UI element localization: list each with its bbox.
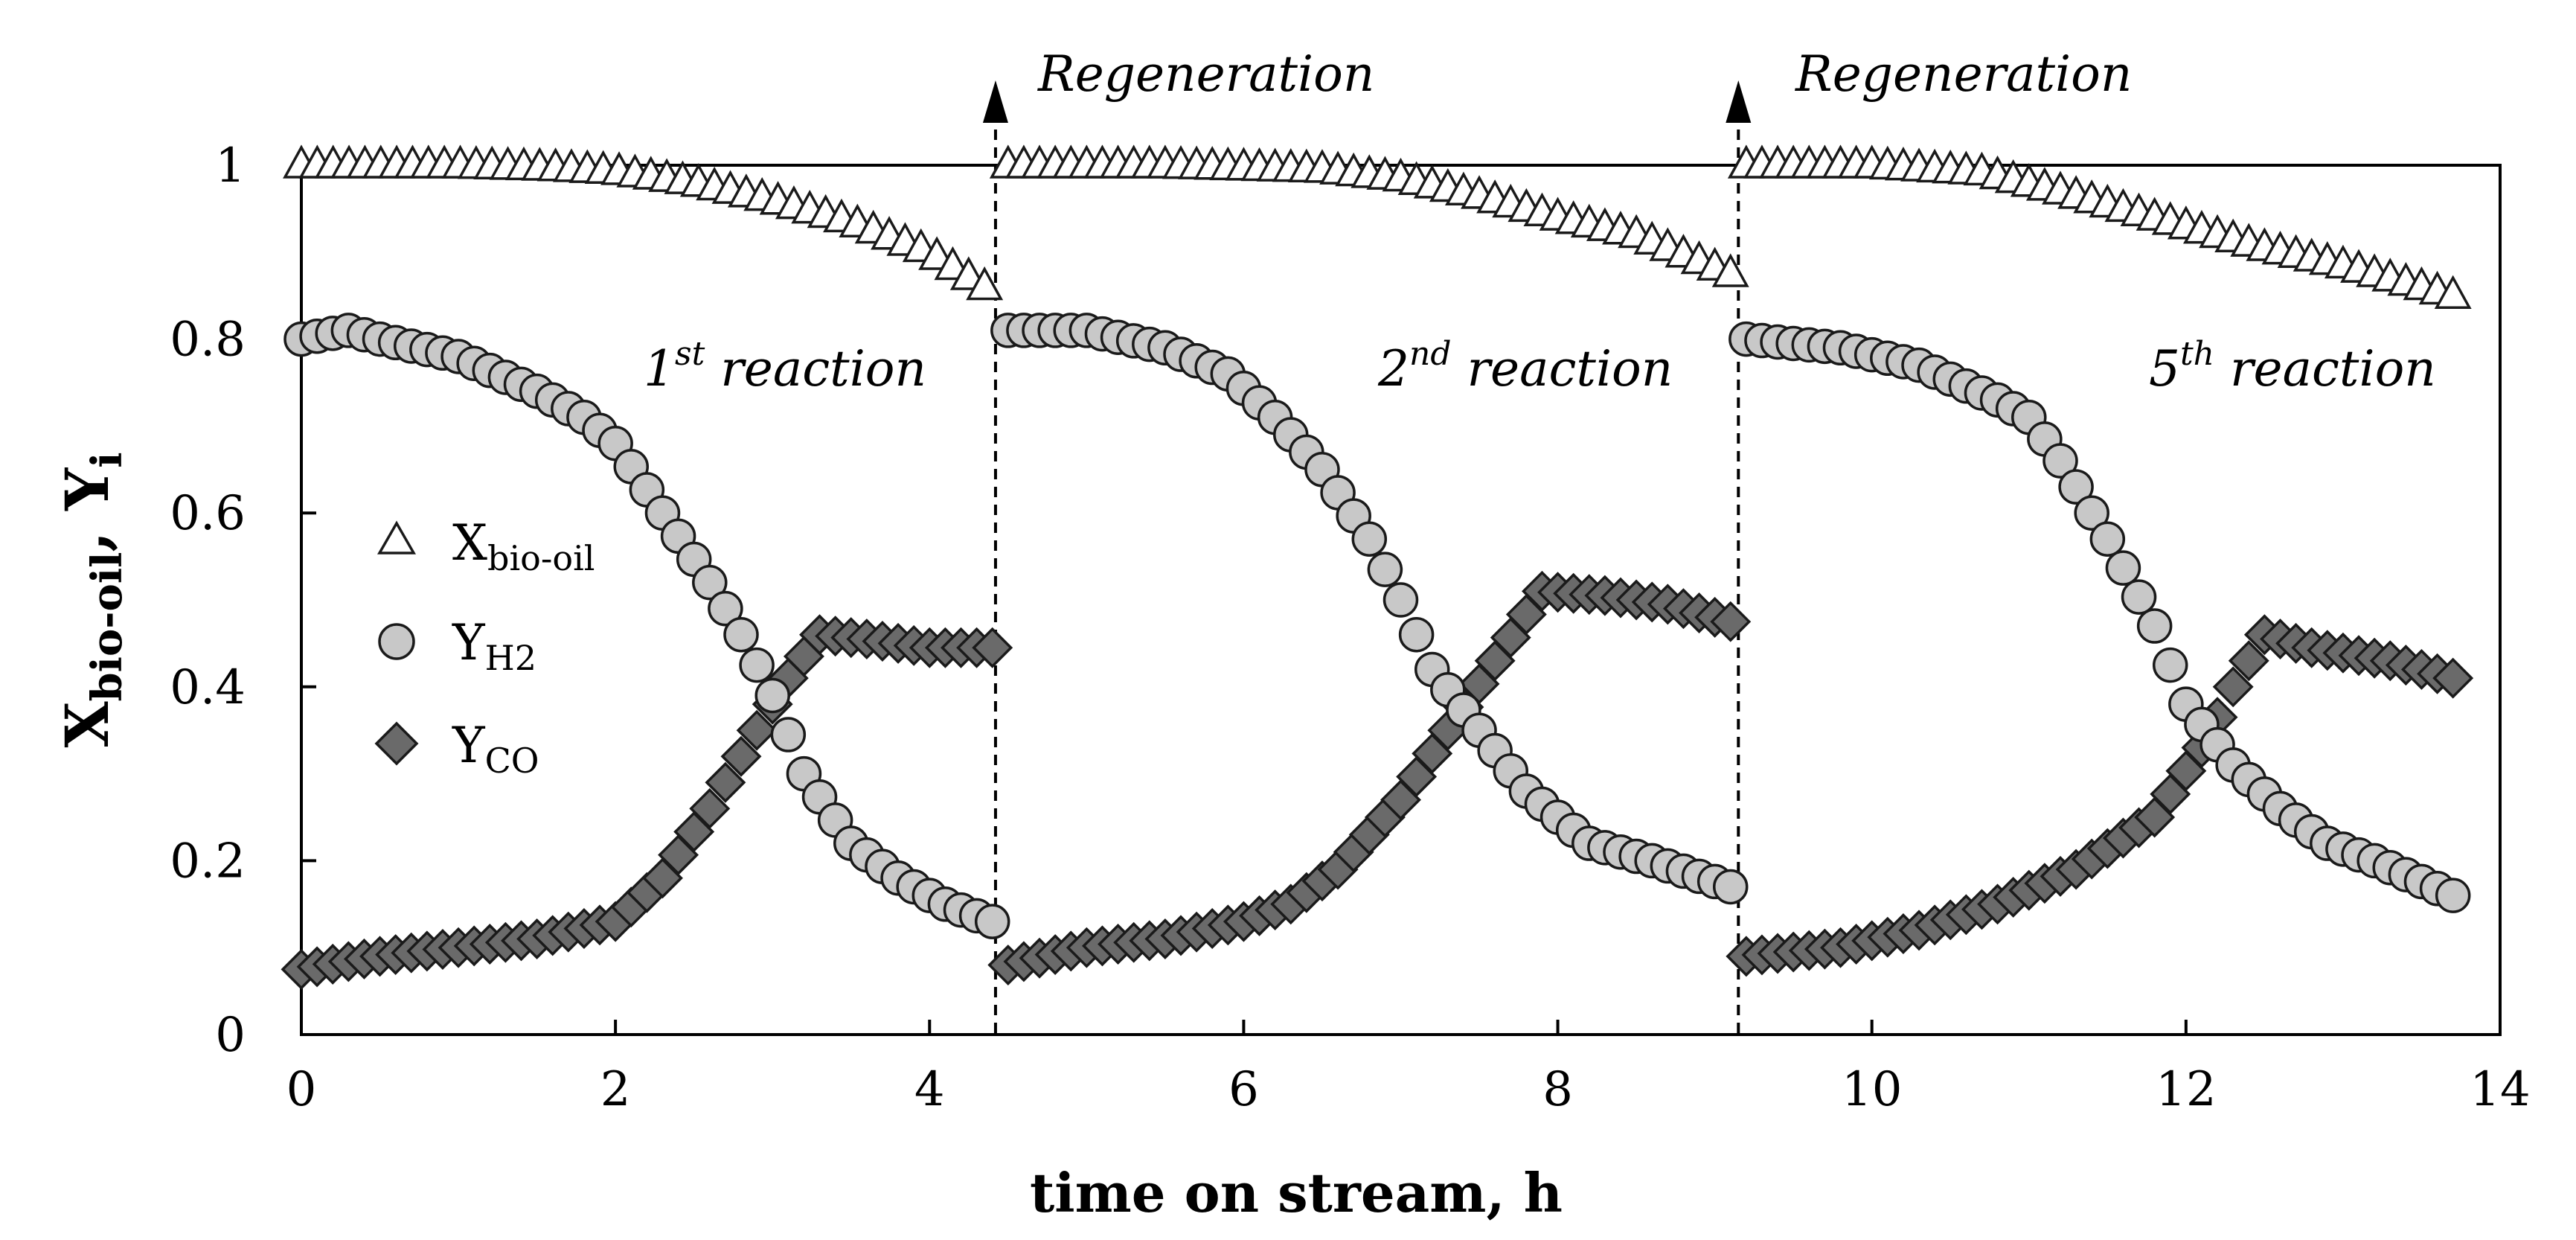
x-biooil-point <box>966 266 1004 301</box>
y-co-point <box>689 787 731 829</box>
x-axis-title: time on stream, h <box>1030 1161 1563 1224</box>
y-tick-label: 1 <box>215 138 246 194</box>
reaction-1-text: reaction <box>705 340 926 397</box>
x-tick-label: 0 <box>286 1062 317 1117</box>
regen-label-2: Regeneration <box>1795 45 2132 103</box>
reaction-2-text: reaction <box>1452 340 1673 397</box>
reaction-5-sup: th <box>2180 335 2214 373</box>
legend-yco-main: Y <box>452 717 486 774</box>
series-y_h2 <box>283 313 2471 939</box>
y-h2-point <box>723 616 759 653</box>
y-h2-point <box>2089 521 2126 557</box>
y-h2-point <box>2058 469 2094 505</box>
legend-yco-sub: CO <box>485 741 539 781</box>
x-tick-label: 8 <box>1542 1062 1573 1117</box>
legend-yco-label: YCO <box>452 717 539 781</box>
legend-xbiooil-main: X <box>452 514 487 572</box>
regeneration-markers: Regeneration Regeneration <box>982 45 2132 1035</box>
y-tick-label: 0 <box>215 1008 246 1063</box>
y-h2-point <box>1398 616 1435 653</box>
legend-xbiooil-label: Xbio-oil <box>452 514 595 578</box>
x-biooil-point <box>2434 275 2472 309</box>
y-h2-point <box>2435 878 2471 913</box>
y-h2-point <box>1713 869 1749 905</box>
reaction-labels: 1st reaction 2nd reaction 5th reaction <box>644 335 2436 397</box>
y-axis-title-sep: , <box>52 511 122 552</box>
y-co-point <box>2212 666 2254 708</box>
y-h2-point <box>770 717 807 752</box>
legend-xbiooil-sub: bio-oil <box>487 538 595 578</box>
reaction-1-label: 1st reaction <box>644 335 926 397</box>
y-axis-title: Xbio-oil, Yi <box>52 452 132 747</box>
y-axis-title-y: Y <box>52 467 122 511</box>
legend-diamond-marker <box>374 721 419 766</box>
x-axis: 0 2 4 6 8 10 12 14 <box>286 1020 2531 1117</box>
reaction-2-label: 2nd reaction <box>1377 335 1673 397</box>
regen-arrow-1 <box>982 80 1008 123</box>
y-co-point <box>2228 640 2269 682</box>
legend-yh2-label: YH2 <box>452 614 536 678</box>
y-h2-point <box>2074 495 2109 531</box>
y-co-point <box>1710 601 1752 642</box>
y-co-point <box>972 627 1013 668</box>
legend: Xbio-oil YH2 YCO <box>374 514 595 781</box>
y-h2-point <box>754 677 790 714</box>
x-tick-label: 2 <box>600 1062 631 1117</box>
y-co-point <box>720 735 762 777</box>
reaction-2-sup: nd <box>1409 335 1452 373</box>
y-axis: 0 0.2 0.4 0.6 0.8 1 <box>170 138 316 1063</box>
y-axis-title-x: X <box>52 701 122 747</box>
reaction-5-number: 5 <box>2149 340 2180 397</box>
reaction-1-number: 1 <box>644 340 675 397</box>
legend-yh2-sub: H2 <box>485 638 536 678</box>
x-tick-label: 12 <box>2156 1062 2216 1117</box>
y-h2-point <box>692 564 728 601</box>
y-co-point <box>736 709 778 751</box>
legend-circle-marker <box>378 623 415 660</box>
series-x_biooil <box>283 144 2472 309</box>
reaction-2-number: 2 <box>1377 340 1409 397</box>
y-h2-point <box>974 904 1010 939</box>
x-tick-label: 4 <box>914 1062 945 1117</box>
x-tick-label: 14 <box>2470 1062 2530 1117</box>
y-h2-point <box>2042 443 2078 479</box>
y-h2-point <box>2121 579 2157 615</box>
x-biooil-point <box>1711 253 1749 287</box>
legend-yh2-main: Y <box>452 614 486 671</box>
y-h2-point <box>1367 552 1403 587</box>
y-tick-label: 0.8 <box>170 313 246 368</box>
reaction-5-text: reaction <box>2214 340 2436 397</box>
y-axis-title-x-sub: bio-oil <box>83 552 132 702</box>
y-h2-point <box>739 647 775 683</box>
reaction-5-label: 5th reaction <box>2149 335 2436 397</box>
y-h2-point <box>1382 582 1419 618</box>
y-axis-title-y-sub: i <box>83 452 132 467</box>
y-co-point <box>705 761 746 803</box>
y-co-point <box>2432 657 2474 699</box>
regen-label-1: Regeneration <box>1037 45 1374 103</box>
series-y_co <box>281 570 2474 990</box>
x-tick-label: 10 <box>1842 1062 1902 1117</box>
series-layer <box>281 144 2474 990</box>
y-h2-point <box>2136 608 2173 644</box>
y-tick-label: 0.6 <box>170 486 246 541</box>
y-h2-point <box>2105 550 2141 586</box>
x-tick-label: 6 <box>1228 1062 1259 1117</box>
y-h2-point <box>1351 521 1388 557</box>
y-h2-point <box>2153 647 2188 683</box>
regen-arrow-2 <box>1726 80 1752 123</box>
y-tick-label: 0.2 <box>170 834 246 889</box>
legend-triangle-marker <box>377 520 417 555</box>
reaction-1-sup: st <box>675 335 705 373</box>
y-tick-label: 0.4 <box>170 660 246 715</box>
y-h2-point <box>708 590 743 627</box>
